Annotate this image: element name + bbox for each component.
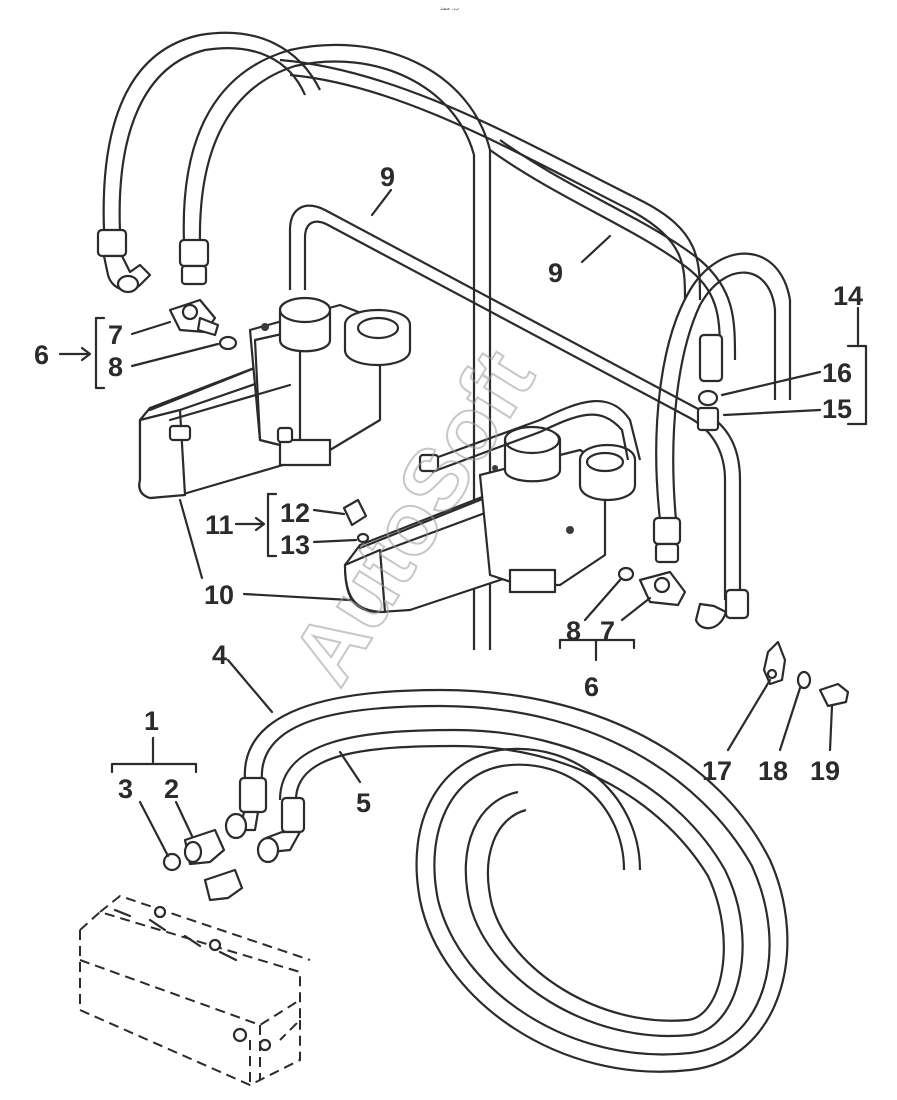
leader-lines bbox=[58, 188, 868, 858]
clamp-bolt-washer-icon bbox=[762, 640, 850, 708]
valve-block-icon bbox=[79, 894, 311, 1087]
callout-9-top: 9 bbox=[380, 162, 395, 192]
callout-12: 12 bbox=[280, 498, 310, 528]
clamp-small-icon bbox=[342, 498, 370, 544]
right-cylinder-icon bbox=[343, 425, 637, 614]
upper-hose-loops bbox=[102, 31, 702, 650]
callout-19: 19 bbox=[810, 756, 840, 786]
right-cylinder-tube bbox=[418, 399, 642, 474]
callout-10: 10 bbox=[204, 580, 234, 610]
callout-2: 2 bbox=[164, 774, 179, 804]
callout-13: 13 bbox=[280, 530, 310, 560]
callout-17: 17 bbox=[702, 756, 732, 786]
right-hose-assembly bbox=[652, 252, 792, 564]
left-cylinder-icon bbox=[138, 296, 412, 500]
callout-3: 3 bbox=[118, 774, 133, 804]
oring-icon bbox=[218, 335, 238, 351]
header-mark: ب. ممد bbox=[440, 5, 460, 12]
callout-1: 1 bbox=[144, 706, 159, 736]
callout-14: 14 bbox=[833, 281, 863, 311]
callout-11: 11 bbox=[205, 510, 234, 540]
hose-end-fittings-left bbox=[162, 776, 306, 902]
hose-end-fitting-icon bbox=[96, 228, 210, 294]
callout-9-right: 9 bbox=[548, 258, 563, 288]
callout-7-bottom: 7 bbox=[600, 616, 615, 646]
callout-15: 15 bbox=[822, 394, 852, 424]
callout-8-bottom: 8 bbox=[566, 616, 581, 646]
tee-fitting-icon bbox=[168, 298, 220, 337]
callout-labels: 6 7 8 9 9 14 16 15 11 12 13 10 8 7 6 4 1… bbox=[34, 162, 863, 818]
callout-18: 18 bbox=[758, 756, 788, 786]
callout-6-left: 6 bbox=[34, 340, 49, 370]
callout-4: 4 bbox=[212, 640, 227, 670]
tee-fitting-lower-icon bbox=[617, 566, 687, 607]
large-hose-loop bbox=[243, 688, 789, 1073]
callout-16: 16 bbox=[822, 358, 852, 388]
elbow-fitting-icon bbox=[694, 588, 750, 630]
callout-8-left: 8 bbox=[108, 352, 123, 382]
callout-6-bottom: 6 bbox=[584, 672, 599, 702]
callout-7-left: 7 bbox=[108, 320, 123, 350]
callout-5: 5 bbox=[356, 788, 371, 818]
